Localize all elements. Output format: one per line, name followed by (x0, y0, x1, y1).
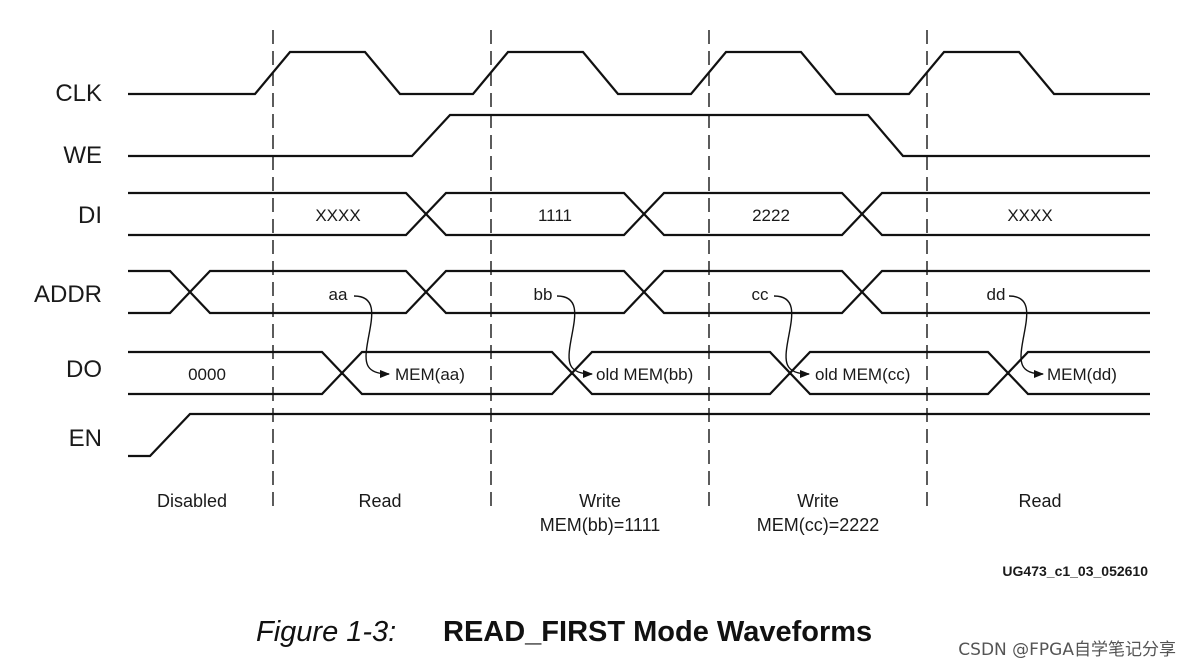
phase-sub-write-1: MEM(bb)=1111 (540, 515, 661, 535)
di-value-2: 1111 (538, 206, 572, 225)
do-value-old-mem-cc: old MEM(cc) (815, 365, 910, 384)
caption-number: Figure 1-3: (256, 616, 396, 648)
we-waveform (128, 113, 1150, 158)
do-bus (128, 350, 1150, 396)
phase-label-read-1: Read (358, 491, 401, 511)
do-value-mem-dd: MEM(dd) (1047, 365, 1117, 384)
phase-label-write-1: Write (579, 491, 621, 511)
arrow-aa-to-mem-aa (353, 295, 390, 378)
clk-label: CLK (55, 80, 102, 107)
addr-label: ADDR (34, 281, 102, 308)
phase-label-read-2: Read (1018, 491, 1061, 511)
di-bus (128, 191, 1150, 237)
addr-bus (128, 269, 1150, 315)
phase-sub-write-2: MEM(cc)=2222 (757, 515, 880, 535)
we-label: WE (63, 142, 102, 169)
phase-label-disabled: Disabled (157, 491, 227, 511)
di-value-1: XXXX (315, 206, 360, 225)
watermark: CSDN @FPGA自学笔记分享 (958, 640, 1176, 660)
do-value-0000: 0000 (188, 365, 226, 384)
phase-label-write-2: Write (797, 491, 839, 511)
figure-code: UG473_c1_03_052610 (1002, 563, 1148, 579)
arrow-dd-to-mem-dd (1008, 295, 1044, 378)
arrow-bb-to-old-mem-bb (556, 295, 593, 378)
do-value-mem-aa: MEM(aa) (395, 365, 465, 384)
di-value-4: XXXX (1007, 206, 1052, 225)
addr-value-bb: bb (534, 285, 553, 304)
clk-waveform (128, 50, 1150, 96)
addr-value-cc: cc (752, 285, 770, 304)
en-label: EN (69, 425, 102, 452)
addr-value-dd: dd (987, 285, 1006, 304)
caption-title: READ_FIRST Mode Waveforms (443, 616, 872, 648)
en-waveform (128, 412, 1150, 458)
addr-value-aa: aa (329, 285, 348, 304)
do-value-old-mem-bb: old MEM(bb) (596, 365, 693, 384)
do-label: DO (66, 356, 102, 383)
di-value-3: 2222 (752, 206, 790, 225)
di-label: DI (78, 202, 102, 229)
arrow-cc-to-old-mem-cc (773, 295, 810, 378)
